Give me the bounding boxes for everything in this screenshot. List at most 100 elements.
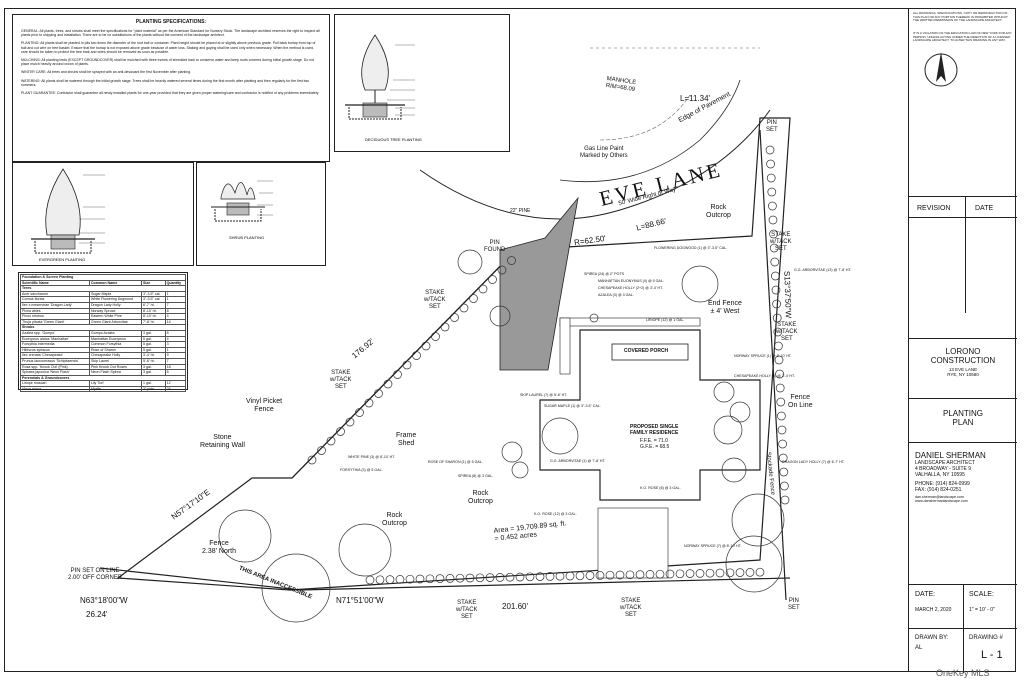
schedule-cell: 1 [164, 346, 187, 354]
right-of-way-line [419, 109, 771, 220]
date-label: DATE: [915, 591, 936, 598]
southwest-bearing: N63°18'00"W [80, 596, 128, 605]
screen-plant-symbol [780, 481, 789, 491]
shrub-symbol [685, 569, 695, 578]
tree-symbol [731, 493, 785, 547]
architect-address: 4 BROADWAY - SUITE 9 VALHALLA, NY 10595 [915, 466, 972, 478]
shrub-symbol [615, 570, 625, 580]
shrub-drawing: SHRUB PLANTING [211, 180, 273, 240]
arborvitae-symbol [402, 360, 412, 370]
shrub-symbol [405, 574, 415, 584]
rock-outcrop-center: Rock Outcrop [468, 490, 493, 505]
planting-specifications: PLANTING SPECIFICATIONS: GENERAL: All pl… [12, 14, 330, 162]
schedule-cell: Neon Flash Spirea [88, 369, 143, 376]
shrub-symbol [745, 568, 755, 577]
mls-watermark: OneKey MLS [936, 668, 990, 678]
schedule-cell: 7 [164, 302, 187, 309]
screen-plant-symbol [771, 285, 781, 295]
plant-callout: LIRIOPE (12) @ 1 GAL. [646, 318, 685, 322]
shrub-symbol [365, 575, 375, 585]
arborvitae-symbol [326, 436, 336, 446]
shrub-symbol [395, 575, 405, 584]
shrub-symbol [545, 572, 555, 581]
pin-set-ne-label: PIN SET [766, 120, 778, 133]
screen-plant-symbol [773, 327, 783, 337]
screen-plant-symbol [775, 383, 785, 393]
screen-plant-symbol [775, 369, 784, 379]
shrub-symbol [655, 569, 665, 579]
deciduous-tree-drawing: DECIDUOUS TREE PLANTING [345, 34, 422, 142]
schedule-cell: 4 [164, 335, 187, 343]
screen-plant-symbol [778, 453, 788, 463]
plant-callout: G.G. ARBORVITAE (1) @ 7'-8' HT. [550, 459, 606, 463]
rock-outcrop-west: Rock Outcrop [382, 512, 407, 527]
screen-plant-symbol [772, 299, 781, 309]
screen-plant-symbol [767, 187, 777, 197]
arborvitae-symbol [383, 379, 393, 389]
vinyl-fence-label: Vinyl Picket Fence [246, 398, 283, 413]
client-name: LORONO CONSTRUCTION [930, 347, 996, 365]
shrub-symbol [455, 573, 465, 583]
shrub-symbol [695, 569, 705, 578]
tree-symbol [338, 523, 392, 577]
shrub-symbol [425, 574, 435, 584]
shrub-symbol [485, 573, 495, 582]
schedule-section-header: Perennials & Groundcovers [20, 374, 186, 382]
screen-plant-symbol [779, 467, 789, 477]
plant-callout: CHESAPEAKE HOLLY (2+2) @ 3'-4' HT. [598, 286, 663, 290]
tree-symbol [218, 509, 272, 563]
sheet-title: PLANTING PLAN [942, 409, 983, 427]
southwest-distance: 26.24' [86, 610, 108, 619]
copyright-note: ALL DRAWINGS, SPECIFICATIONS, COPY OR RE… [913, 11, 1008, 23]
shrub-symbol [735, 568, 745, 577]
plant-callout: FLOWERING DOGWOOD (1) @ 3"-3.5" CAL. [654, 246, 728, 250]
schedule-cell: 8 [164, 369, 187, 376]
drawing-sheet-border [4, 8, 1016, 672]
pin-found-label: PIN FOUND [484, 240, 506, 253]
schedule-row: Prunus laurocerasus 'Schipkaensis'Skip L… [20, 357, 187, 365]
arborvitae-symbol [317, 446, 326, 455]
drawing-number: L - 1 [981, 649, 1003, 661]
date-value: MARCH 2, 2020 [915, 607, 952, 613]
shrub-detail-label: SHRUB PLANTING [229, 235, 264, 240]
revision-block: REVISION DATE [909, 196, 1017, 313]
plant-symbols [218, 145, 790, 623]
retaining-wall-label: Stone Retaining Wall [200, 434, 245, 449]
revision-header: REVISION [917, 205, 951, 212]
schedule-cell: 8 [164, 307, 187, 315]
tree-symbol [681, 265, 719, 303]
date-scale-block: DATE: MARCH 2, 2020 SCALE: 1" = 10' - 0" [909, 584, 1017, 629]
schedule-section-header: Shrubs [20, 324, 186, 331]
screen-plant-symbol [774, 355, 784, 365]
schedule-cell: Lily Turf [88, 380, 143, 387]
screen-plant-symbol [766, 159, 775, 169]
schedule-cell: 1 [164, 296, 187, 303]
schedule-cell: 12 [164, 380, 187, 387]
shrub-symbol [715, 568, 725, 578]
gas-line [599, 94, 691, 141]
schedule-row: Thuja plicata 'Green Giant'Green Giant A… [20, 318, 187, 326]
plant-callout: WHITE PINE (3) @ 8'-10' HT. [348, 455, 395, 459]
plant-callout: K.O. ROSE (12) @ 3 GAL. [534, 512, 577, 516]
pine-label: 22" PINE [510, 208, 531, 214]
tree-symbol [501, 441, 523, 463]
end-fence-label: End Fence ± 4' West [708, 300, 742, 315]
education-law-note: IT IS A VIOLATION OF THE EDUCATION LAW O… [913, 31, 1012, 43]
tree-symbol [589, 313, 599, 323]
pin-set-se-label: PIN SET [788, 598, 800, 611]
shrub-symbol [525, 572, 535, 582]
plant-callout: SUGAR MAPLE (1) @ 3"-3.5" CAL. [544, 404, 601, 408]
shrub-symbol [645, 570, 655, 579]
plant-callout: CHESAPEAKE HOLLY (5) @ 3'-4' HT. [734, 374, 795, 378]
north-arrow-icon [924, 52, 958, 87]
evergreen-detail-label: EVERGREEN PLANTING [39, 257, 85, 262]
drawn-by-label: DRAWN BY: [915, 635, 949, 641]
arc-length-1: L=11.34' [680, 94, 711, 103]
title-block: ALL DRAWINGS, SPECIFICATIONS, COPY OR RE… [908, 8, 1017, 673]
schedule-cell: 24 [164, 385, 187, 393]
covered-porch [611, 343, 689, 361]
shrub-symbol [755, 567, 765, 577]
screen-plant-symbol [777, 411, 786, 421]
plant-schedule: Foundation & Screen Planting Scientific … [18, 272, 188, 393]
